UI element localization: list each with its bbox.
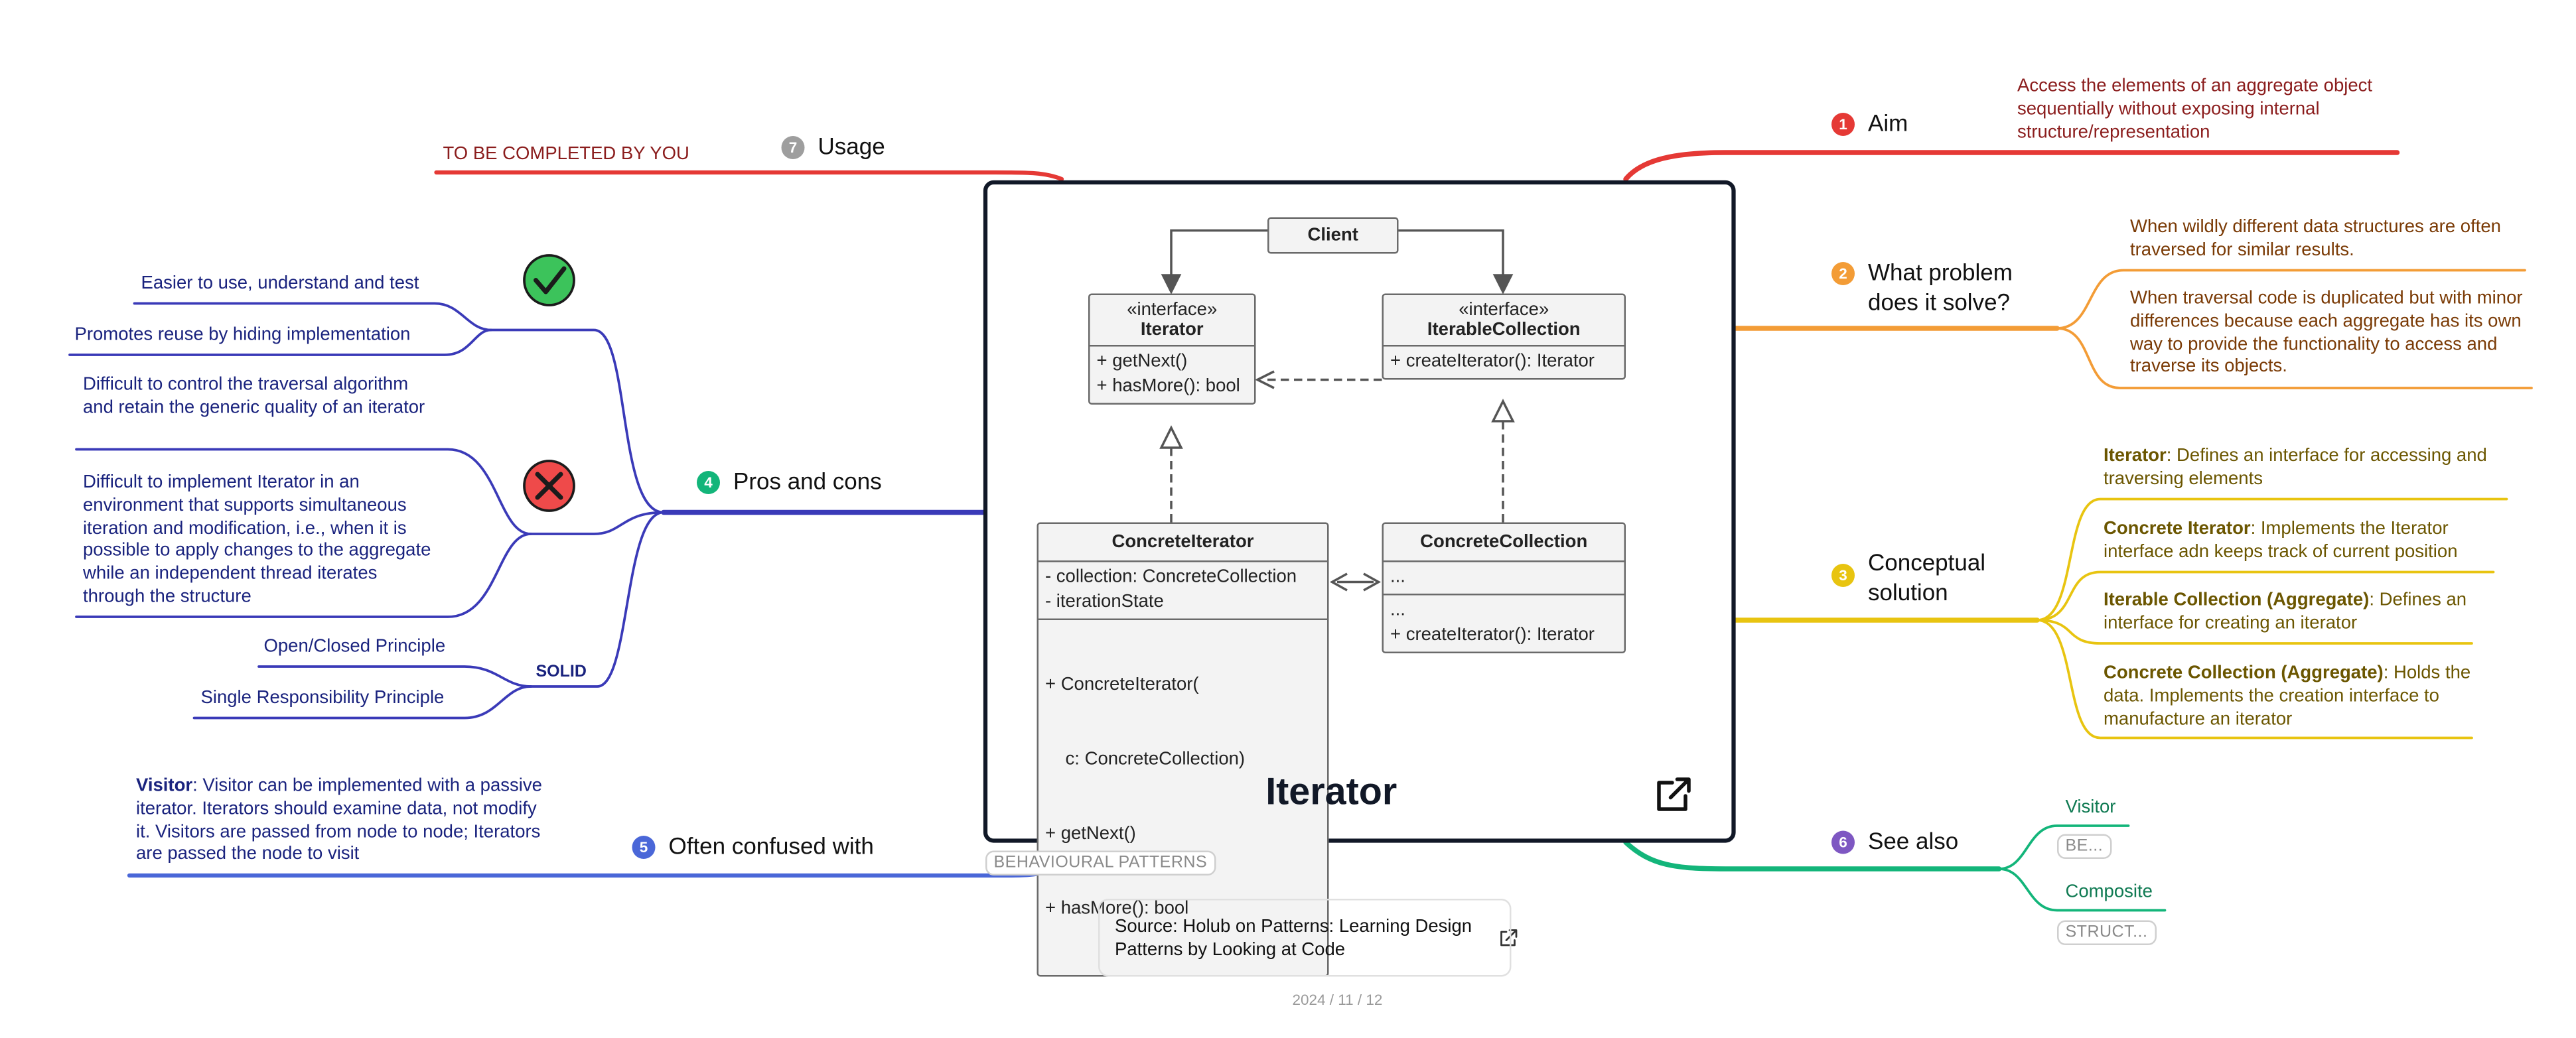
category-tag[interactable]: BEHAVIOURAL PATTERNS [985,850,1216,876]
uml-methods: + getNext() + hasMore(): bool [1096,352,1240,397]
solid-item: Single Responsibility Principle [200,688,445,708]
uml-concrete-iterator: ConcreteIterator - collection: ConcreteC… [1037,522,1329,977]
con-item: Difficult to control the traversal algor… [83,375,425,418]
uml-client: Client [1267,217,1399,254]
number-badge: 1 [1831,113,1855,136]
connector-solid [530,511,665,688]
number-badge: 4 [697,471,720,494]
uml-stereotype: «interface» [1127,300,1218,320]
connector-aim [1623,150,2400,182]
solution-item: Iterator: Defines an interface for acces… [2104,446,2487,489]
connector-problem-2 [2056,327,2533,389]
uml-class-name: ConcreteIterator [1038,524,1327,562]
connector-see-also [1623,840,2002,872]
solution-item: Concrete Collection (Aggregate): Holds t… [2104,663,2471,729]
external-link-icon[interactable] [1657,777,1691,811]
number-badge: 2 [1831,262,1855,285]
uml-class-name: Iterator [1140,320,1204,340]
see-also-visitor[interactable]: Visitor [2065,797,2116,818]
solid-item: Open/Closed Principle [263,637,446,657]
connector-pro-2 [68,328,492,356]
number-badge: 6 [1831,830,1855,854]
uml-iterable-collection: «interface» IterableCollection + createI… [1382,293,1626,380]
connector-pro-1 [133,302,665,514]
uml-fields: - collection: ConcreteCollection - itera… [1038,562,1327,620]
number-badge: 3 [1831,564,1855,587]
number-badge: 7 [781,136,805,159]
connector-see-also-2 [1997,868,2167,912]
solid-label: SOLID [536,663,587,682]
connector-con-2 [75,533,532,618]
uml-methods: + createIterator(): Iterator [1390,352,1595,371]
connector-usage [434,170,1064,182]
number-badge: 5 [632,836,656,859]
source-card[interactable]: Source: Holub on Patterns: Learning Desi… [1098,899,1512,977]
see-also-composite-tag[interactable]: STRUCT... [2057,920,2156,945]
page-title: Iterator [1265,769,1397,812]
connector-con-1 [75,448,665,535]
uml-stereotype: «interface» [1459,300,1549,320]
aim-description: Access the elements of an aggregate obje… [2017,76,2373,142]
connector-solution-1 [2036,497,2508,621]
uml-methods: ... + createIterator(): Iterator [1390,600,1595,645]
pro-item: Easier to use, understand and test [141,273,419,294]
uml-client-to-iterator [1170,229,1269,282]
uml-class-name: ConcreteCollection [1384,524,1624,562]
uml-iterator: «interface» Iterator + getNext() + hasMo… [1088,293,1256,405]
solution-item: Iterable Collection (Aggregate): Defines… [2104,590,2467,633]
confused-description: Visitor: Visitor can be implemented with… [136,776,542,865]
solution-item: Concrete Iterator: Implements the Iterat… [2104,519,2458,562]
problem-item: When traversal code is duplicated but wi… [2130,289,2523,377]
source-text: Source: Holub on Patterns: Learning Desi… [1115,917,1472,960]
connector-solution-3 [2036,619,2473,645]
see-also-composite[interactable]: Composite [2065,882,2153,902]
connector-problem-1 [2056,269,2526,330]
connector-solution-4 [2036,619,2473,740]
con-item: Difficult to implement Iterator in an en… [83,472,431,607]
connector-solution-2 [2036,570,2495,621]
check-icon [523,254,575,306]
uml-methods: + ConcreteIterator( c: ConcreteCollectio… [1045,675,1246,919]
date-stamp: 2024 / 11 / 12 [1292,992,1383,1008]
uml-fields: ... [1384,562,1624,596]
problem-item: When wildly different data structures ar… [2130,217,2501,260]
pro-item: Promotes reuse by hiding implementation [74,325,411,345]
see-also-visitor-tag[interactable]: BE... [2057,834,2111,859]
usage-placeholder: TO BE COMPLETED BY YOU [443,144,689,164]
uml-client-to-iterable [1395,229,1504,282]
uml-concrete-collection: ConcreteCollection ... ... + createItera… [1382,522,1626,653]
uml-class-name: IterableCollection [1427,320,1581,340]
cross-icon [523,460,575,512]
connector-see-also-1 [1997,824,2130,870]
connector-solid-2 [192,685,532,720]
connector-solid-1 [257,665,532,688]
